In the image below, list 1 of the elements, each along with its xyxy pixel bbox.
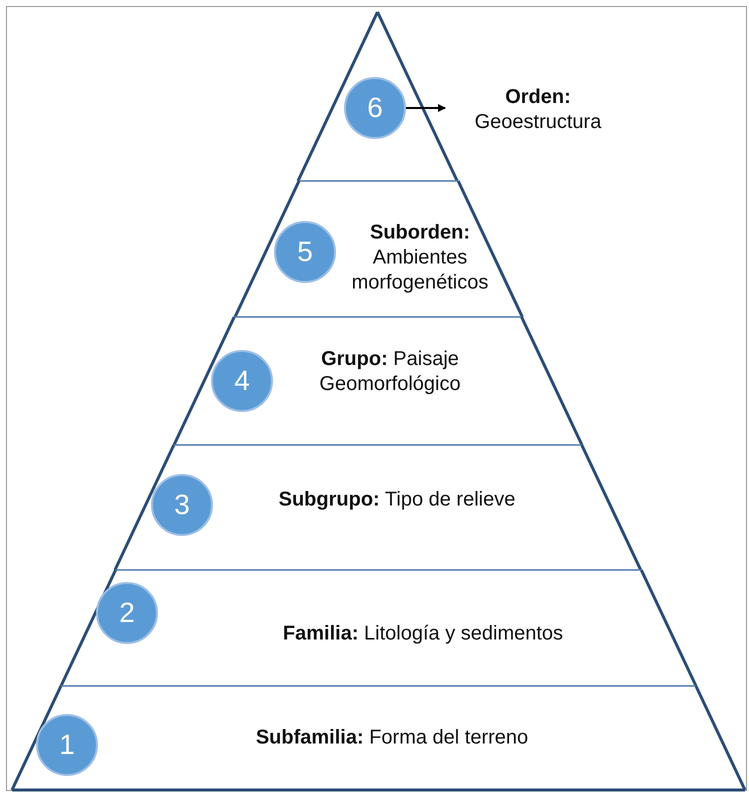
level-label: Orden: Geoestructura xyxy=(474,85,602,135)
